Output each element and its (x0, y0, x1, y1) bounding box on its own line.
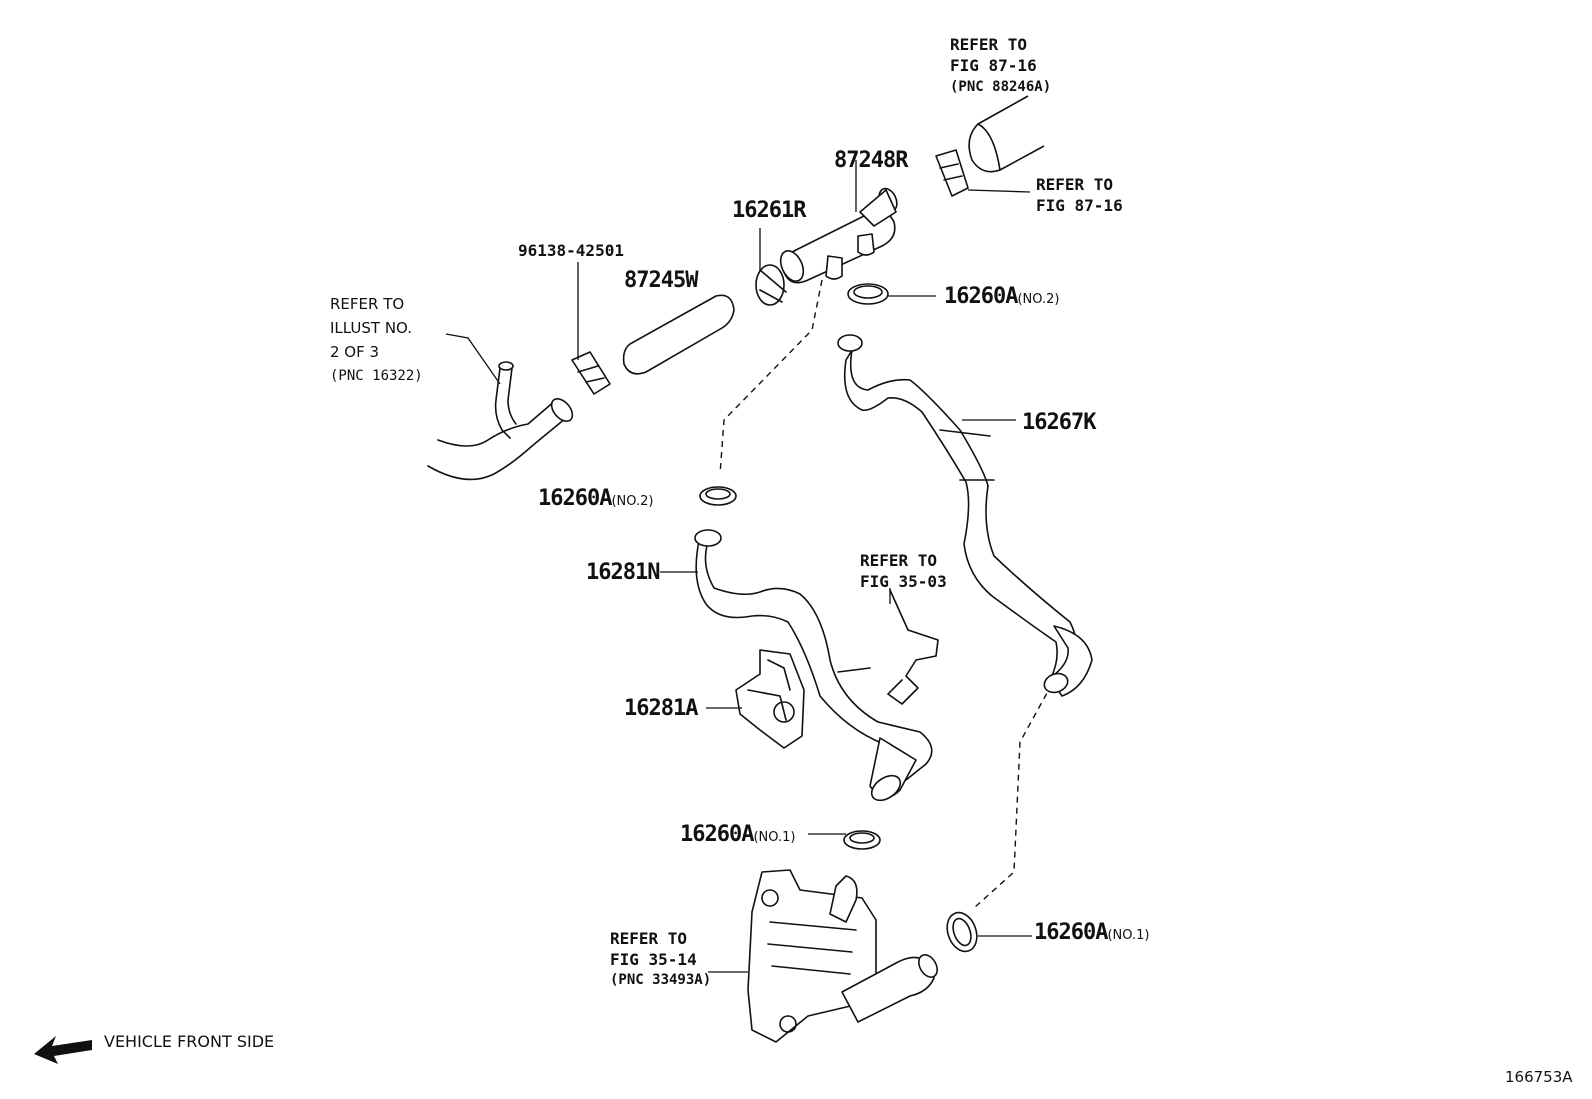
label-16281N: 16281N (586, 560, 660, 585)
front-arrow-icon (34, 1036, 92, 1064)
ref-top-line3: (PNC 88246A) (950, 79, 1052, 95)
clamp-16261R (755, 228, 787, 306)
label-16281A: 16281A (624, 696, 698, 721)
label-16260A-b-pn: 16260A (538, 486, 612, 511)
clip-top-right (935, 149, 1031, 197)
label-96138: 96138-42501 (518, 241, 624, 260)
ref-bottom-line3: (PNC 33493A) (610, 972, 712, 988)
ref-bottom: REFER TO FIG 35-14 (PNC 33493A) (610, 928, 711, 991)
ref-left-line2: ILLUST NO. (330, 319, 413, 337)
ref-left: REFER TO ILLUST NO. 2 OF 3 (PNC 16322) (330, 292, 423, 388)
label-87248R: 87248R (834, 148, 908, 173)
clamp-16260A-d (946, 911, 1032, 953)
front-note: VEHICLE FRONT SIDE (104, 1032, 275, 1051)
ref-pipe-left (427, 333, 574, 481)
ref-left-line1: REFER TO (330, 295, 405, 313)
ref-top-line1: REFER TO (950, 35, 1028, 54)
ref-mid-line1: REFER TO (860, 551, 938, 570)
hose-16267K (837, 334, 1093, 697)
ref-right-line2: FIG 87-16 (1036, 196, 1123, 215)
ref-left-line3: 2 OF 3 (330, 343, 380, 361)
ref-top-line2: FIG 87-16 (950, 56, 1037, 75)
clamp-16260A-a (847, 283, 936, 305)
clamp-16260A-b (699, 486, 737, 506)
ref-bottom-line2: FIG 35-14 (610, 950, 697, 969)
ref-right: REFER TO FIG 87-16 (1036, 174, 1123, 216)
hose-87245W (622, 294, 735, 375)
ref-top: REFER TO FIG 87-16 (PNC 88246A) (950, 34, 1051, 98)
ref-left-line4: (PNC 16322) (330, 368, 423, 384)
clip-96138 (571, 262, 611, 395)
label-16267K: 16267K (1022, 410, 1096, 435)
cooler-assembly (708, 869, 938, 1043)
diagram-id: 166753A (1505, 1068, 1573, 1086)
label-16260A-c-pn: 16260A (680, 822, 754, 847)
hose-16281N (660, 529, 933, 802)
label-16260A-a-pn: 16260A (944, 284, 1018, 309)
ref-bottom-line1: REFER TO (610, 929, 688, 948)
ref-hose-top (968, 95, 1045, 173)
tee-joint (779, 160, 898, 284)
ref-right-line1: REFER TO (1036, 175, 1114, 194)
label-16260A-a: 16260A(NO.2) (944, 284, 1059, 309)
label-16260A-c-note: (NO.1) (753, 830, 796, 845)
label-16260A-a-note: (NO.2) (1017, 292, 1060, 307)
clamp-16260A-c (808, 830, 881, 850)
label-16260A-d-note: (NO.1) (1107, 928, 1150, 943)
label-16261R: 16261R (732, 198, 806, 223)
label-16260A-b-note: (NO.2) (611, 494, 654, 509)
ref-mid-line2: FIG 35-03 (860, 572, 947, 591)
label-16260A-d: 16260A(NO.1) (1034, 920, 1149, 945)
label-16260A-d-pn: 16260A (1034, 920, 1108, 945)
label-16260A-c: 16260A(NO.1) (680, 822, 795, 847)
bracket-16281A (706, 649, 805, 749)
label-16260A-b: 16260A(NO.2) (538, 486, 653, 511)
clip-ref-35-03 (887, 588, 939, 705)
label-87245W: 87245W (624, 268, 698, 293)
ref-mid: REFER TO FIG 35-03 (860, 550, 947, 592)
